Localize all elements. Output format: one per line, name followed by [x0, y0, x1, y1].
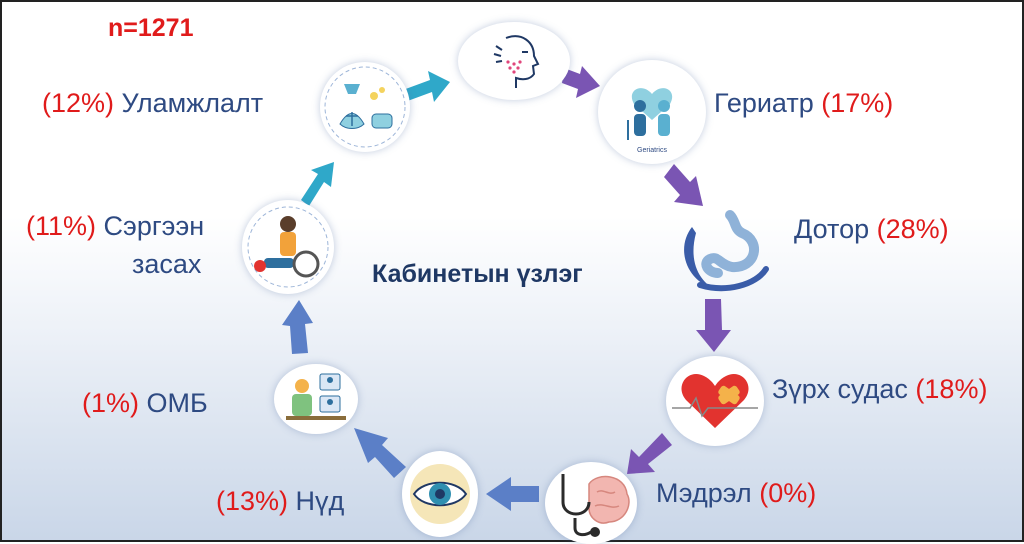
- name-geriatr: Гериатр: [714, 88, 814, 118]
- label-geriatr: Гериатр (17%): [714, 88, 893, 119]
- name-medrel: Мэдрэл: [656, 478, 752, 508]
- pct-zurkh: (18%): [915, 374, 988, 404]
- name-ulamjlalt: Уламжлалт: [121, 88, 264, 118]
- arrow-sergeen-to-ulamjlalt: [301, 162, 334, 206]
- face-icon: [493, 35, 540, 88]
- heart-icon: [672, 374, 758, 428]
- dotor-node: [670, 207, 774, 297]
- pct-dotor: (28%): [876, 214, 949, 244]
- name-zurkh: Зүрх судас: [772, 374, 908, 404]
- label-nud: (13%) Нүд: [216, 486, 344, 517]
- label-zurkh: Зүрх судас (18%): [772, 374, 987, 405]
- name-sergeen-line1: Сэргээн: [103, 211, 205, 241]
- arrow-medrel-to-nud: [486, 477, 539, 511]
- arrow-geriatr-to-dotor: [664, 164, 703, 206]
- ulamjlalt-node: [320, 62, 410, 152]
- pct-ulamjlalt: (12%): [42, 88, 115, 118]
- herbal-tea-icon: [324, 66, 406, 148]
- zurkh-node: [666, 356, 764, 446]
- label-omb: (1%) ОМБ: [82, 388, 208, 419]
- geriatrics-icon: Geriatrics: [627, 88, 673, 154]
- arrow-dotor-to-zurkh: [696, 299, 731, 352]
- label-ulamjlalt: (12%) Уламжлалт: [42, 88, 263, 119]
- team-icon: [286, 373, 346, 420]
- arrow-zurkh-to-medrel: [627, 433, 672, 474]
- rehabilitation-icon: [247, 206, 329, 288]
- label-sergeen: (11%) Сэргээн засах: [26, 207, 204, 283]
- sample-size-label: n=1271: [108, 14, 194, 42]
- label-medrel: Мэдрэл (0%): [656, 478, 816, 509]
- arrow-group-blue: [282, 300, 539, 511]
- medrel-node: [545, 462, 637, 544]
- pct-geriatr: (17%): [821, 88, 894, 118]
- arrow-face-to-geriatr: [562, 66, 600, 98]
- brain-stethoscope-icon: [561, 474, 630, 537]
- center-title: Кабинетын үзлэг: [372, 260, 583, 288]
- sergeen-node: [242, 200, 334, 294]
- face-node: [458, 22, 570, 100]
- pct-nud: (13%): [216, 486, 289, 516]
- label-dotor: Дотор (28%): [794, 214, 949, 245]
- nud-node: [402, 451, 478, 537]
- arrow-nud-to-omb: [354, 428, 406, 478]
- geriatr-node: Geriatrics: [598, 60, 706, 164]
- omb-node: [274, 364, 358, 434]
- pct-omb: (1%): [82, 388, 140, 418]
- geriatrics-icon-caption: Geriatrics: [637, 147, 667, 154]
- stomach-icon: [684, 210, 769, 292]
- pct-sergeen: (11%): [26, 211, 97, 241]
- arrow-group-purple: [562, 66, 731, 474]
- name-nud: Нүд: [295, 486, 345, 516]
- arrow-omb-to-sergeen: [282, 300, 313, 354]
- name-dotor: Дотор: [794, 214, 870, 244]
- name-sergeen-line2: засах: [132, 249, 202, 279]
- eye-icon: [410, 464, 470, 524]
- name-omb: ОМБ: [146, 388, 208, 418]
- pct-medrel: (0%): [759, 478, 817, 508]
